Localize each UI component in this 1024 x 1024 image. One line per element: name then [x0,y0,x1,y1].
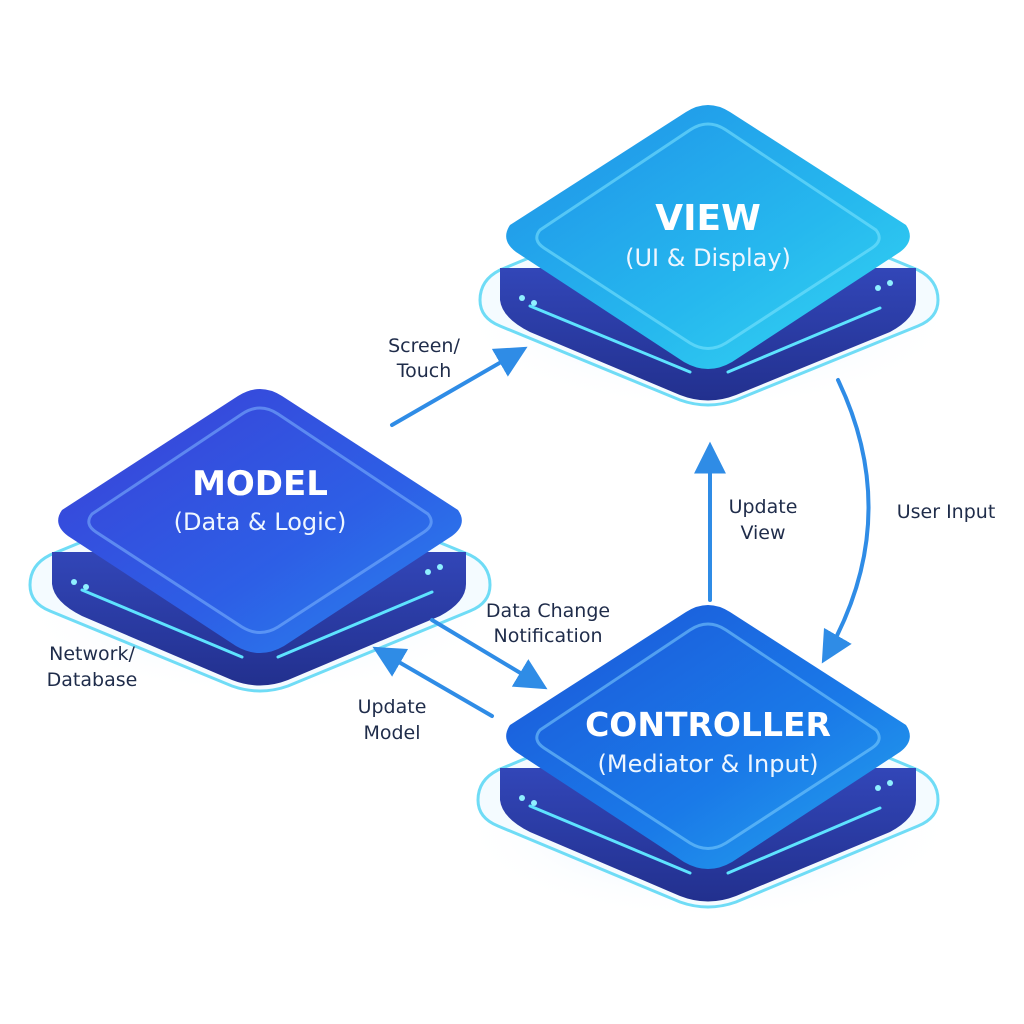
controller-title: CONTROLLER [585,705,831,744]
arrow-model-to-view [390,346,528,427]
label-network-database-line1: Network/ [49,643,135,665]
model-title: MODEL [192,464,328,504]
model-subtitle: (Data & Logic) [174,508,347,536]
label-data-change-line1: Data Change [486,600,610,622]
arrow-controller-to-model [372,646,494,718]
label-data-change-line2: Notification [493,625,602,647]
label-network-database-line2: Database [47,669,138,691]
label-update-view-line1: Update [729,496,798,518]
label-user-input: User Input [897,501,996,523]
view-subtitle: (UI & Display) [625,244,791,272]
arrow-model-to-controller [430,618,548,690]
arrow-view-to-controller [821,378,871,664]
label-screen-touch-line1: Screen/ [388,335,460,357]
label-update-model-line2: Model [363,722,420,744]
arrows [372,346,871,718]
label-update-model: Update Model [358,696,427,744]
view-title: VIEW [655,198,761,239]
label-update-view: Update View [729,496,798,544]
label-update-view-line2: View [740,522,785,544]
label-user-input-line1: User Input [897,501,996,523]
label-screen-touch: Screen/ Touch [388,335,460,382]
controller-subtitle: (Mediator & Input) [598,750,819,778]
controller-node: CONTROLLER (Mediator & Input) [458,605,958,920]
view-node: VIEW (UI & Display) [458,105,958,410]
label-data-change: Data Change Notification [486,600,610,647]
label-update-model-line1: Update [358,696,427,718]
label-network-database: Network/ Database [47,643,138,691]
label-screen-touch-line2: Touch [396,360,452,382]
